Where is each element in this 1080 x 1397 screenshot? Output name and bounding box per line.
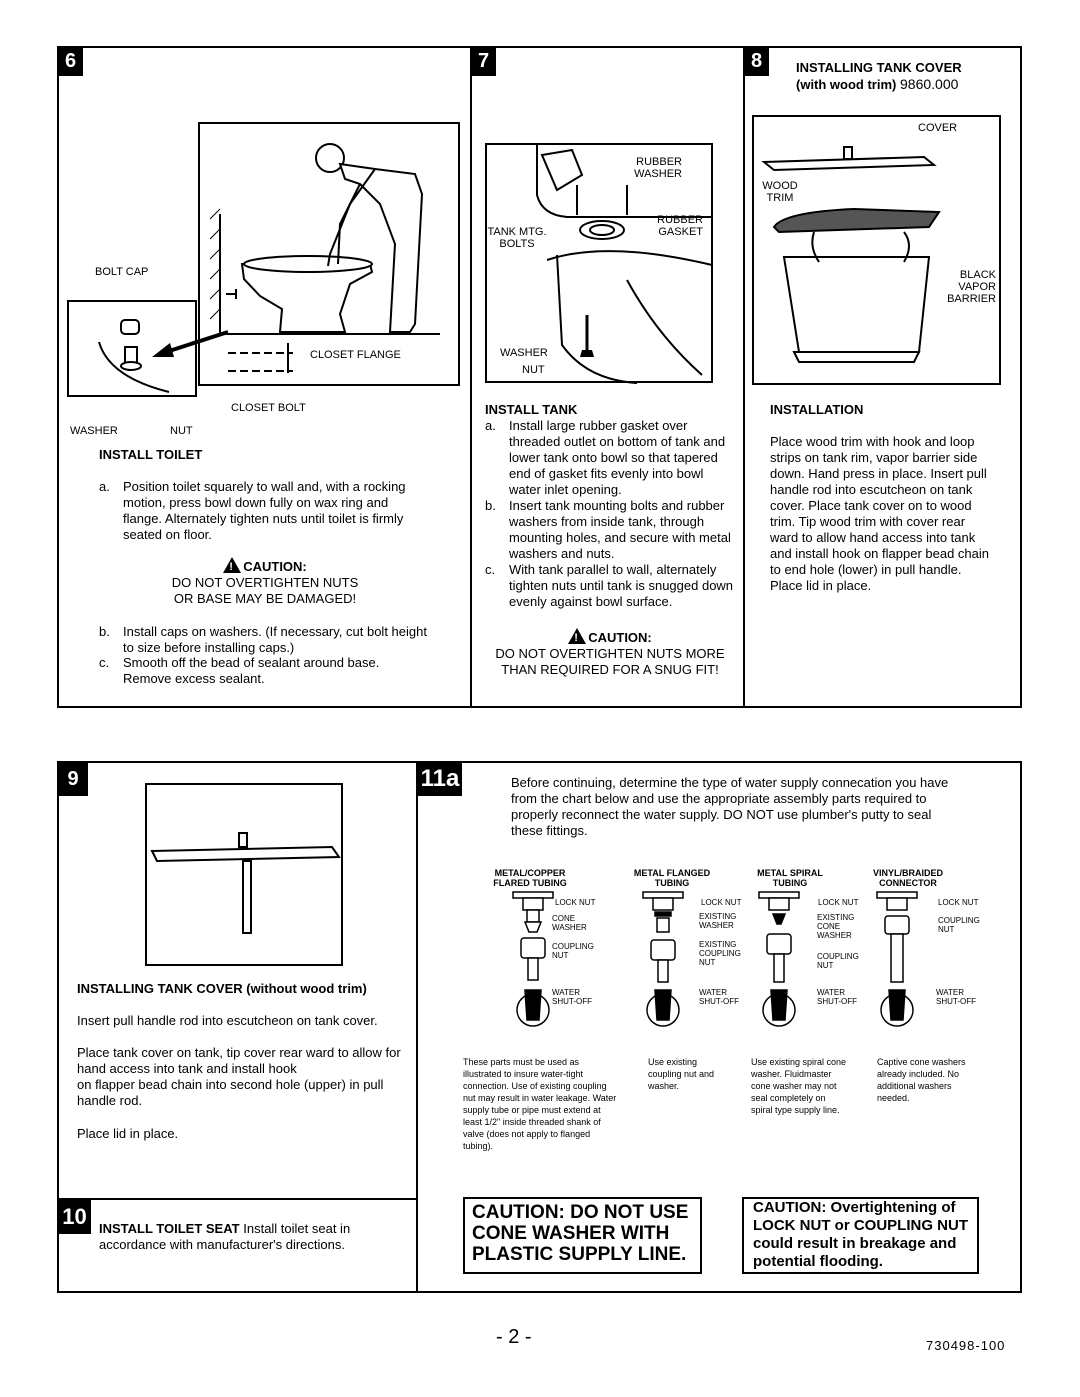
label-cover: COVER (918, 122, 958, 134)
col4-part-shutoff: WATER SHUT-OFF (936, 988, 976, 1006)
step-8-number: 8 (744, 47, 769, 76)
cover-with-rod-drawing (150, 832, 341, 934)
step9-p4: Place lid in place. (77, 1126, 179, 1141)
col3-part-existing-cone-washer: EXISTING CONE WASHER (817, 913, 855, 940)
label-nut-7: NUT (522, 364, 545, 376)
step-6-number: 6 (58, 47, 83, 76)
col2-part-shutoff: WATER SHUT-OFF (699, 988, 739, 1006)
tank-cover-no-trim-heading: INSTALLING TANK COVER (without wood trim… (77, 981, 367, 996)
divider-6-7 (470, 46, 472, 708)
caution-overtighten: CAUTION: Overtightening of LOCK NUT or C… (753, 1199, 968, 1270)
col4-note: Captive cone washers already included. N… (877, 1057, 966, 1103)
step11a-intro: Before continuing, determine the type of… (511, 775, 949, 838)
fitting-metal-flanged (642, 891, 684, 1027)
step-7-number: 7 (471, 47, 496, 76)
document-code: 730498-100 (926, 1338, 1006, 1353)
tank-cover-no-trim-illustration (145, 783, 343, 966)
label-closet-bolt: CLOSET BOLT (231, 402, 306, 414)
label-closet-flange: CLOSET FLANGE (310, 349, 401, 361)
col3-part-shutoff: WATER SHUT-OFF (817, 988, 857, 1006)
label-washer-7: WASHER (500, 347, 548, 359)
divider-9-11a (416, 761, 418, 1293)
col3-note: Use existing spiral cone washer. Fluidma… (751, 1057, 847, 1115)
fitting-vinyl-braided (876, 891, 918, 1027)
col1-part-locknut: LOCK NUT (555, 898, 596, 907)
step10-text: INSTALL TOILET SEAT Install toilet seat … (99, 1221, 351, 1252)
col2-note: Use existing coupling nut and washer. (648, 1057, 715, 1091)
col1-part-cone-washer: CONE WASHER (552, 914, 587, 932)
warning-icon: ! (568, 628, 587, 644)
warning-icon: ! (223, 557, 242, 573)
caution-6: !CAUTION: DO NOT OVERTIGHTEN NUTS OR BAS… (171, 557, 359, 606)
install-toilet-item-a: a.Position toilet squarely to wall and, … (99, 479, 406, 542)
install-tank-heading: INSTALL TANK (485, 402, 578, 417)
label-tank-bolts: TANK MTG.BOLTS (487, 226, 547, 250)
step-11a-number: 11a (418, 762, 462, 796)
tank-cover-title: INSTALLING TANK COVER (with wood trim) 9… (796, 60, 962, 92)
col1-note: These parts must be used as illustrated … (463, 1057, 617, 1151)
tank-cover-illustration (752, 115, 1001, 385)
col4-part-coupling-nut: COUPLING NUT (938, 916, 980, 934)
col1-part-shutoff: WATER SHUT-OFF (552, 988, 592, 1006)
label-washer-6: WASHER (70, 425, 118, 437)
install-toilet-item-c: c.Smooth off the bead of sealant around … (99, 655, 380, 686)
col2-part-existing-washer: EXISTING WASHER (699, 912, 737, 930)
col2-part-locknut: LOCK NUT (701, 898, 742, 907)
caution-overtighten-box (742, 1197, 979, 1274)
step-9-number: 9 (58, 762, 88, 796)
fittings-drawing (512, 891, 918, 1027)
wood-trim-cover-drawing (761, 146, 941, 363)
divider-7-8 (743, 46, 745, 708)
install-toilet-heading: INSTALL TOILET (99, 447, 203, 462)
fitting-metal-spiral (758, 891, 800, 1027)
step-10-number: 10 (58, 1200, 91, 1234)
install-tank-items: a.Install large rubber gasket over threa… (485, 418, 734, 609)
flange-dashes (228, 343, 293, 373)
top-panel (57, 46, 1022, 708)
col1-part-coupling-nut: COUPLING NUT (552, 942, 594, 960)
bottom-panel (57, 761, 1022, 1293)
arrow-to-detail (152, 330, 229, 357)
fitting-metal-copper (512, 891, 554, 1027)
tank-install-illustration (485, 143, 713, 384)
page-number: - 2 - (496, 1326, 532, 1348)
installation-heading: INSTALLATION (770, 402, 864, 417)
caution-7: !CAUTION: DO NOT OVERTIGHTEN NUTS MORE T… (495, 628, 725, 677)
col3-part-coupling-nut: COUPLING NUT (817, 952, 859, 970)
caution-plastic-box (463, 1197, 702, 1274)
caution-plastic-supply: CAUTION: DO NOT USE CONE WASHER WITH PLA… (472, 1202, 689, 1265)
bolt-cap-drawing (98, 319, 170, 393)
man-seating-toilet-drawing (209, 143, 440, 335)
bolt-detail-inset (67, 300, 197, 397)
col3-part-locknut: LOCK NUT (818, 898, 859, 907)
col4-part-locknut: LOCK NUT (938, 898, 979, 907)
divider-9-10 (57, 1198, 417, 1200)
step9-p2: Place tank cover on tank, tip cover rear… (77, 1045, 401, 1076)
toilet-install-illustration (198, 122, 460, 386)
col2-part-existing-coupling-nut: EXISTING COUPLING NUT (699, 940, 741, 967)
step9-p3: on flapper bead chain into second hole (… (77, 1077, 384, 1108)
label-bolt-cap: BOLT CAP (95, 266, 149, 278)
label-nut-6: NUT (170, 425, 193, 437)
step9-p1: Insert pull handle rod into escutcheon o… (77, 1013, 378, 1028)
install-toilet-item-b: b.Install caps on washers. (If necessary… (99, 624, 427, 655)
installation-text: Place wood trim with hook and loop strip… (770, 434, 989, 593)
tank-bowl-drawing (536, 145, 713, 384)
